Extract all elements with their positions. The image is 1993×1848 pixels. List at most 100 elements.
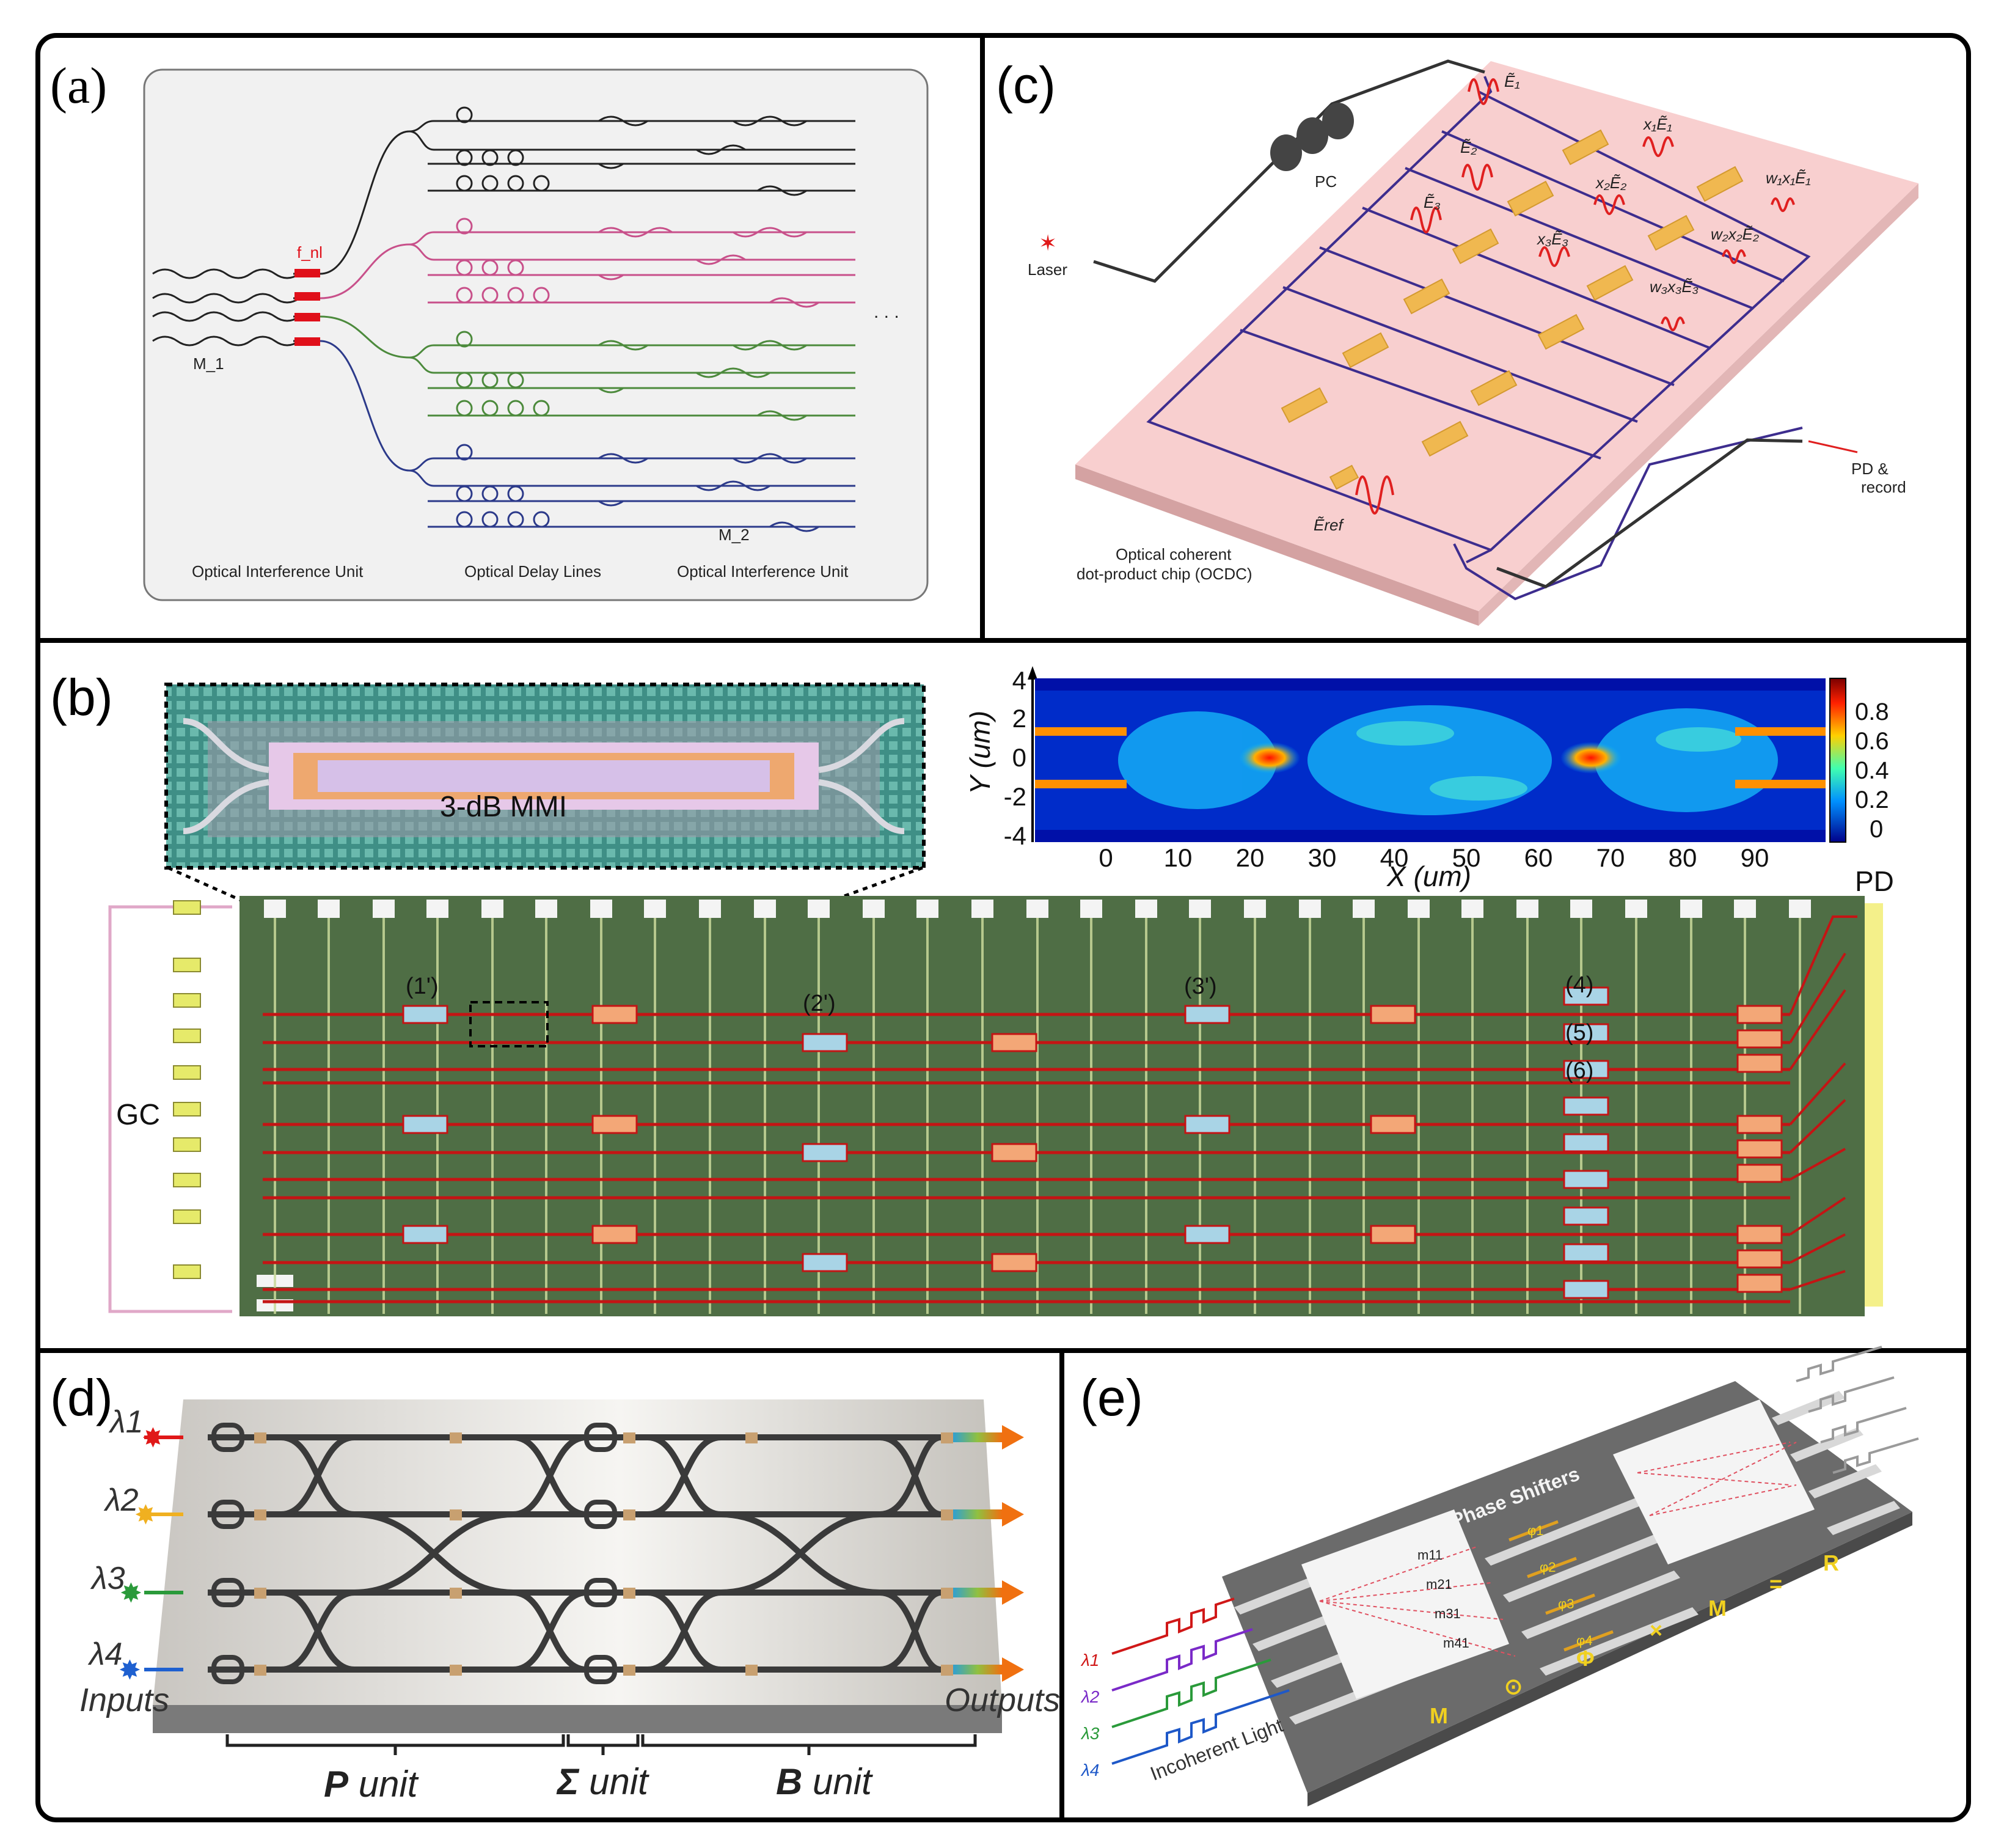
pd-record-label-1: PD & bbox=[1851, 460, 1889, 478]
input-fiber bbox=[1093, 59, 1485, 283]
ocdc-phase-pads bbox=[1281, 129, 1744, 490]
laser-star-icon: ✶ bbox=[1039, 230, 1057, 255]
e-m-labels: m11 m21 m31 m41 bbox=[1417, 1547, 1469, 1651]
pd-array bbox=[1865, 903, 1883, 1307]
heaters-blue bbox=[402, 986, 1609, 1299]
ocdc-field-labels: Ẽ₁ Ẽ₂ Ẽ₃ x₁Ẽ₁ x₂Ẽ₂ x₃Ẽ₃ w₁x₁Ẽ₁ w₂x₂Ẽ₂ w₃… bbox=[1314, 72, 1811, 534]
label-e2: Ẽ₂ bbox=[1460, 138, 1477, 156]
panel-d: (d) ✸ ✸ bbox=[50, 1369, 1060, 1805]
ocdc-waves bbox=[1355, 78, 1795, 515]
heatmap-x-label: X (um) bbox=[1386, 860, 1471, 892]
svg-text:-4: -4 bbox=[1004, 821, 1026, 850]
panel-e: (e) Phase Shifters bbox=[1080, 1346, 1919, 1806]
svg-text:m21: m21 bbox=[1426, 1577, 1452, 1592]
svg-text:m31: m31 bbox=[1435, 1606, 1461, 1621]
d-rings bbox=[211, 1423, 617, 1684]
mmi-field-heatmap: 0.8 0.6 0.4 0.2 0 4 2 0 -2 -4 Y (um) 0 1… bbox=[964, 666, 1889, 892]
e-splitter-right bbox=[1613, 1399, 1815, 1564]
pd-record-label-2: record bbox=[1861, 478, 1906, 496]
svg-text:40: 40 bbox=[1380, 843, 1409, 872]
m1-label: M_1 bbox=[193, 354, 224, 373]
svg-text:✸: ✸ bbox=[134, 1500, 157, 1530]
group-pink bbox=[409, 218, 855, 308]
svg-text:λ3: λ3 bbox=[1080, 1724, 1100, 1743]
svg-text:(3'): (3') bbox=[1184, 974, 1217, 999]
d-input-sources: ✸ ✸ ✸ ✸ bbox=[119, 1423, 183, 1685]
d-chip-side bbox=[153, 1705, 1002, 1733]
panel-borders bbox=[35, 33, 1971, 1822]
panel-c: (c) PC ✶ Laser PD & record bbox=[996, 56, 1918, 626]
m2-label: M_2 bbox=[719, 526, 750, 544]
d-chip-top bbox=[153, 1399, 1002, 1705]
svg-text:10: 10 bbox=[1164, 843, 1193, 872]
svg-text:⊙: ⊙ bbox=[1504, 1674, 1523, 1699]
heatmap-x-ticks: 0 10 20 30 40 50 60 70 80 90 bbox=[1099, 843, 1769, 872]
svg-text:×: × bbox=[1650, 1618, 1662, 1643]
svg-text:0: 0 bbox=[1012, 743, 1026, 772]
label-w3x3e3: w₃x₃Ẽ₃ bbox=[1650, 277, 1699, 296]
nonlinear-modulators bbox=[294, 269, 320, 346]
svg-text:70: 70 bbox=[1596, 843, 1625, 872]
e-chip-side bbox=[1307, 1512, 1912, 1806]
mmi-highlight-box bbox=[469, 1001, 549, 1047]
svg-text:B unit: B unit bbox=[776, 1761, 873, 1802]
heatmap-y-ticks: 4 2 0 -2 -4 bbox=[1004, 666, 1026, 850]
svg-text:λ4: λ4 bbox=[87, 1637, 123, 1672]
svg-text:m41: m41 bbox=[1443, 1635, 1469, 1651]
group-blue bbox=[409, 444, 855, 532]
e-equation: M ⊙ Φ × M = R bbox=[1430, 1550, 1839, 1728]
label-w1x1e1: w₁x₁Ẽ₁ bbox=[1766, 169, 1811, 187]
mmi-inset: 3-dB MMI bbox=[164, 683, 926, 870]
panel-a-box bbox=[143, 68, 929, 601]
input-waveguides bbox=[152, 268, 302, 346]
e-phase-shifter-bars bbox=[1508, 1520, 1614, 1652]
svg-text:φ1: φ1 bbox=[1527, 1523, 1544, 1538]
svg-text:Σ unit: Σ unit bbox=[556, 1761, 649, 1802]
svg-text:φ2: φ2 bbox=[1540, 1560, 1556, 1575]
svg-text:0: 0 bbox=[1099, 843, 1113, 872]
svg-text:50: 50 bbox=[1452, 843, 1481, 872]
svg-text:λ1: λ1 bbox=[1080, 1651, 1099, 1670]
panel-b-letter: (b) bbox=[50, 669, 113, 726]
label-e3: Ẽ₃ bbox=[1424, 193, 1441, 211]
svg-text:(6): (6) bbox=[1565, 1058, 1593, 1084]
output-fiber bbox=[1496, 438, 1803, 588]
fnl-label: f_nl bbox=[297, 243, 323, 262]
chip-name-2: dot-product chip (OCDC) bbox=[1077, 565, 1252, 583]
panel-a-letter: (a) bbox=[50, 57, 107, 114]
svg-text:80: 80 bbox=[1669, 843, 1697, 872]
svg-text:M: M bbox=[1430, 1703, 1448, 1728]
label-x3e3: x₃Ẽ₃ bbox=[1536, 230, 1568, 248]
svg-text:4: 4 bbox=[1012, 666, 1026, 695]
svg-text:λ4: λ4 bbox=[1080, 1761, 1099, 1780]
svg-text:λ2: λ2 bbox=[103, 1483, 139, 1518]
unit-labels: P unit Σ unit B unit bbox=[324, 1761, 873, 1805]
chip-markers: (1') (2') (3') (4) (5) (6) bbox=[406, 972, 1593, 1084]
svg-text:R: R bbox=[1823, 1550, 1839, 1575]
svg-text:90: 90 bbox=[1741, 843, 1769, 872]
grating-couplers bbox=[108, 900, 232, 1313]
svg-text:0: 0 bbox=[1870, 816, 1883, 843]
svg-text:λ2: λ2 bbox=[1080, 1687, 1100, 1706]
panel-a: (a) f_nl M_1 bbox=[50, 57, 929, 601]
heatmap-y-label: Y (um) bbox=[964, 711, 996, 794]
d-output-arrows bbox=[953, 1425, 1024, 1682]
svg-text:=: = bbox=[1769, 1571, 1782, 1596]
svg-text:2: 2 bbox=[1012, 704, 1026, 733]
outputs-label: Outputs bbox=[945, 1682, 1060, 1718]
label-x1e1: x₁Ẽ₁ bbox=[1642, 115, 1672, 133]
svg-text:φ4: φ4 bbox=[1576, 1633, 1593, 1648]
svg-text:m11: m11 bbox=[1417, 1547, 1443, 1563]
colorbar-ticks: 0.8 0.6 0.4 0.2 0 bbox=[1855, 698, 1889, 843]
pd-label: PD bbox=[1855, 865, 1894, 897]
svg-text:(4): (4) bbox=[1565, 972, 1593, 998]
svg-text:0.6: 0.6 bbox=[1855, 728, 1889, 755]
chip-pads bbox=[257, 900, 1811, 1311]
polarization-controller bbox=[1270, 103, 1354, 171]
svg-text:✸: ✸ bbox=[120, 1579, 142, 1608]
svg-text:Φ: Φ bbox=[1576, 1646, 1595, 1671]
svg-text:60: 60 bbox=[1524, 843, 1553, 872]
output-arrow bbox=[1808, 440, 1858, 453]
label-eref: Ẽref bbox=[1314, 516, 1344, 534]
svg-text:✸: ✸ bbox=[119, 1656, 141, 1685]
